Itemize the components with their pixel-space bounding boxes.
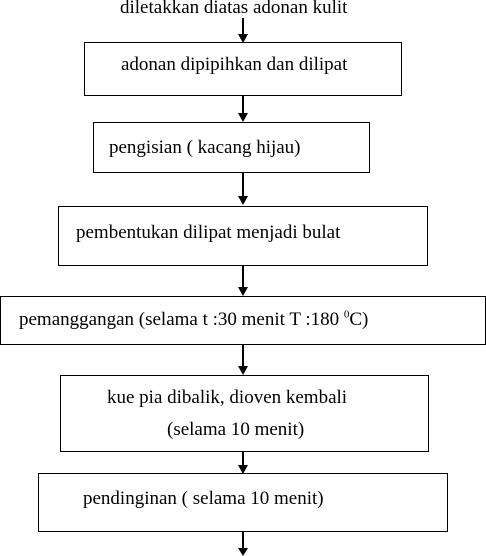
step-box-2: pengisian ( kacang hijau): [93, 122, 370, 173]
step-label-4-main: pemanggangan (selama t :30 menit T :180: [19, 309, 344, 330]
step-label-6: pendinginan ( selama 10 menit): [83, 488, 324, 509]
arrowhead-4: [238, 287, 248, 296]
top-caption: diletakkan diatas adonan kulit: [120, 0, 348, 18]
arrowhead-1: [238, 34, 248, 43]
arrowhead-5: [238, 366, 248, 375]
step-label-4: pemanggangan (selama t :30 menit T :180 …: [19, 307, 368, 333]
step-box-1: adonan dipipihkan dan dilipat: [84, 42, 402, 96]
arrowhead-2: [238, 113, 248, 122]
step-label-4-degree: 0: [343, 308, 350, 321]
step-box-4: pemanggangan (selama t :30 menit T :180 …: [0, 296, 486, 345]
step-label-5-line-1: kue pia dibalik, dioven kembali: [107, 387, 348, 408]
step-box-3: pembentukan dilipat menjadi bulat: [58, 206, 428, 266]
step-box-6: pendinginan ( selama 10 menit): [38, 473, 448, 532]
arrowhead-6: [238, 465, 248, 474]
step-label-5-line-2: (selama 10 menit): [167, 419, 305, 440]
step-label-4-unit: C): [349, 309, 369, 330]
step-label-2: pengisian ( kacang hijau): [109, 137, 301, 158]
arrowhead-3: [238, 196, 248, 205]
arrowhead-7: [238, 548, 248, 556]
step-label-1: adonan dipipihkan dan dilipat: [121, 54, 348, 75]
step-box-5: kue pia dibalik, dioven kembali (selama …: [60, 375, 429, 452]
step-label-3: pembentukan dilipat menjadi bulat: [76, 222, 341, 243]
